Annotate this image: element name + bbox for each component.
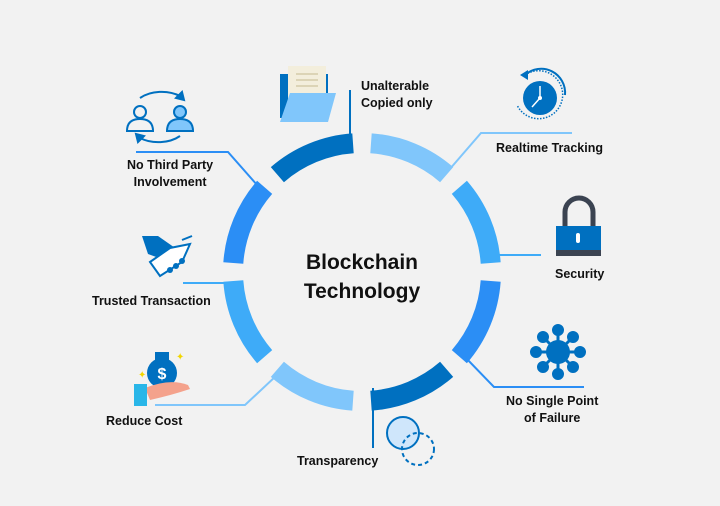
label-reduce-cost: Reduce Cost	[106, 414, 183, 428]
svg-text:✦: ✦	[138, 370, 146, 381]
handshake-icon	[142, 235, 193, 278]
svg-text:$: $	[158, 366, 167, 383]
label-line: Involvement	[133, 175, 207, 189]
connector-lines	[136, 90, 584, 448]
svg-text:✦: ✦	[176, 352, 184, 363]
label-trusted-transaction: Trusted Transaction	[92, 294, 211, 308]
ring-segment-realtime	[370, 133, 454, 183]
folder-icon	[280, 66, 336, 122]
title-line-1: Blockchain	[305, 251, 419, 274]
label-security: Security	[555, 267, 605, 281]
money-bag-hand-icon: $ ✦ ✦	[134, 352, 190, 406]
label-line: Copied only	[361, 96, 433, 110]
padlock-icon	[556, 195, 601, 256]
connector-realtime	[448, 132, 572, 171]
network-node-icon	[530, 324, 586, 380]
label-no-third-party: No Third Party Involvement	[127, 157, 213, 191]
user-exchange-icon	[125, 90, 195, 144]
ring-segment-no-single-point	[451, 280, 501, 364]
ring-segment-unalterable	[270, 133, 354, 183]
label-line: of Failure	[524, 411, 581, 425]
label-line: Unalterable	[361, 79, 430, 93]
connector-no-third-party	[136, 151, 259, 187]
ring-segment-security	[451, 180, 501, 264]
connector-no-single-point	[464, 356, 584, 388]
title-line-2: Technology	[303, 280, 421, 303]
label-line: No Single Point	[506, 394, 599, 408]
label-realtime-tracking: Realtime Tracking	[496, 141, 603, 155]
clock-refresh-icon	[516, 67, 567, 120]
ring-segment-no-third-party	[223, 180, 273, 264]
ring-segment-transparency	[370, 361, 454, 411]
label-unalterable: Unalterable Copied only	[361, 78, 433, 112]
label-line: No Third Party	[127, 158, 214, 172]
ring-segment-reduce-cost	[270, 361, 354, 411]
overlapping-circles-icon	[386, 416, 435, 466]
diagram-title: Blockchain Technology	[262, 248, 462, 306]
ring-segment-trusted	[223, 280, 273, 364]
label-no-single-point: No Single Point of Failure	[506, 393, 598, 427]
ring	[223, 133, 501, 411]
connector-reduce-cost	[155, 375, 277, 406]
label-transparency: Transparency	[297, 454, 379, 468]
